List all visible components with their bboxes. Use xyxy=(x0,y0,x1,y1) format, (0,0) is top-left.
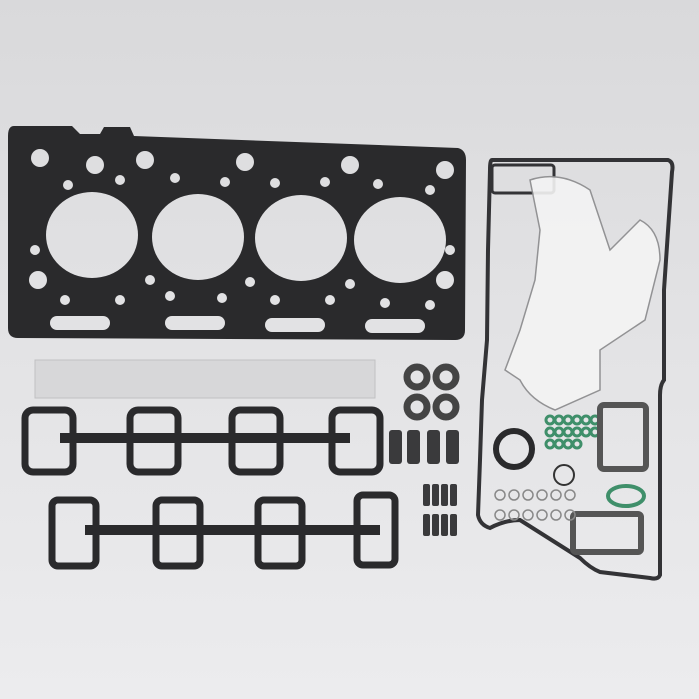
translucent-cover-seal xyxy=(504,175,661,411)
intake-manifold-gasket xyxy=(21,406,384,476)
exhaust-manifold-gasket xyxy=(48,491,399,570)
small-seals xyxy=(389,363,649,555)
cylinder-head-gasket xyxy=(8,126,466,340)
translucent-strip xyxy=(34,359,376,399)
